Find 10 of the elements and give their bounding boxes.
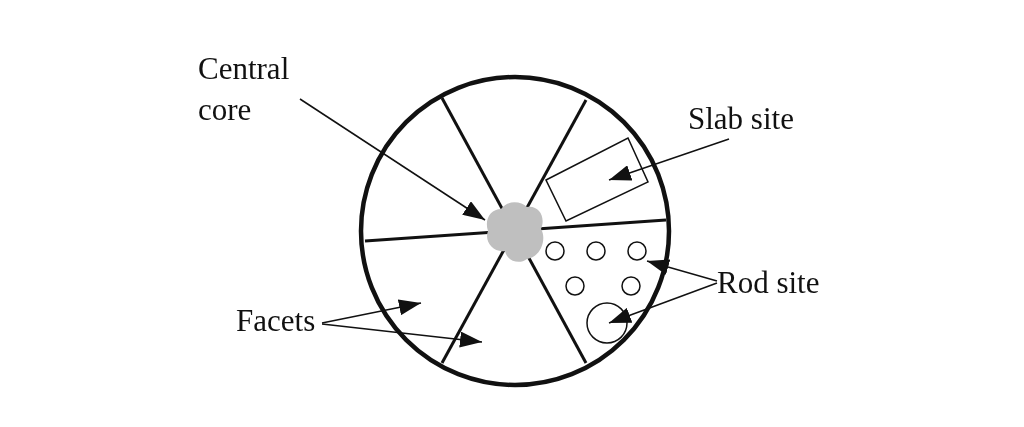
callout-label: Rod site (717, 264, 821, 302)
leader-arrow (321, 299, 422, 324)
callout-label: Central core (198, 50, 291, 129)
leader-arrow (299, 98, 486, 221)
callout-label: Slab site (688, 100, 795, 138)
callout-label: Facets (236, 302, 317, 340)
leader-arrow (646, 259, 718, 282)
leader-arrow (608, 282, 718, 324)
leader-arrow (321, 323, 483, 348)
leader-arrow (608, 138, 730, 181)
